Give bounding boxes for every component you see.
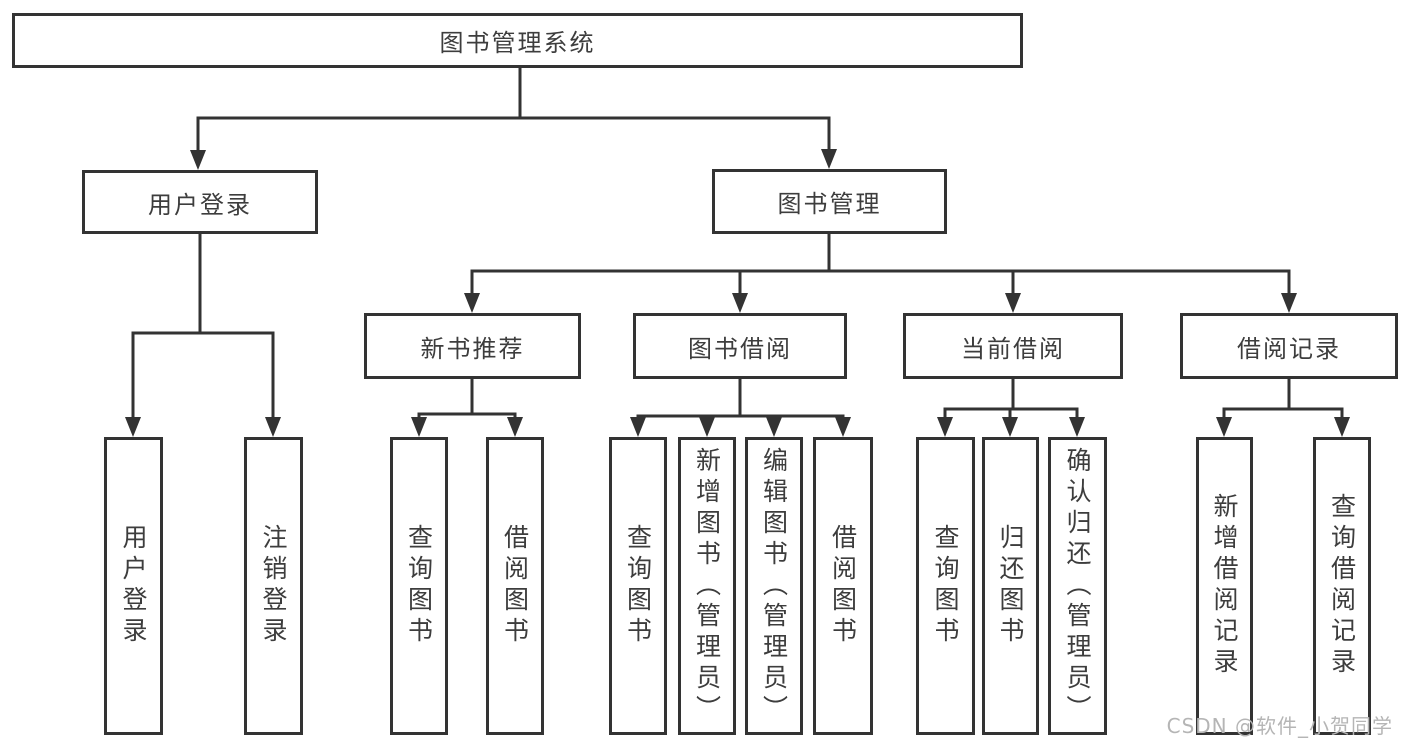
node-edit-book-admin: 编辑图书（管理员） bbox=[745, 437, 803, 735]
node-user-login: 用户登录 bbox=[82, 170, 318, 234]
node-add-book-admin: 新增图书（管理员） bbox=[678, 437, 736, 735]
node-current-borrowing: 当前借阅 bbox=[903, 313, 1123, 379]
node-library-management-system: 图书管理系统 bbox=[12, 13, 1023, 68]
node-user-login-leaf: 用户登录 bbox=[104, 437, 163, 735]
node-query-books-recommend: 查询图书 bbox=[390, 437, 448, 735]
node-return-books: 归还图书 bbox=[982, 437, 1039, 735]
node-add-borrow-record: 新增借阅记录 bbox=[1196, 437, 1253, 735]
node-borrowing-records: 借阅记录 bbox=[1180, 313, 1398, 379]
csdn-watermark: CSDN @软件_小贺同学 bbox=[1166, 714, 1393, 738]
node-query-books-borrowing: 查询图书 bbox=[609, 437, 667, 735]
node-book-borrowing: 图书借阅 bbox=[633, 313, 847, 379]
node-query-books-current: 查询图书 bbox=[916, 437, 975, 735]
node-borrow-books-recommend: 借阅图书 bbox=[486, 437, 544, 735]
node-logout-leaf: 注销登录 bbox=[244, 437, 303, 735]
node-borrow-books-leaf: 借阅图书 bbox=[813, 437, 873, 735]
node-book-management: 图书管理 bbox=[712, 169, 947, 234]
node-new-book-recommendation: 新书推荐 bbox=[364, 313, 581, 379]
node-query-borrow-record: 查询借阅记录 bbox=[1313, 437, 1371, 735]
node-confirm-return-admin: 确认归还（管理员） bbox=[1048, 437, 1107, 735]
